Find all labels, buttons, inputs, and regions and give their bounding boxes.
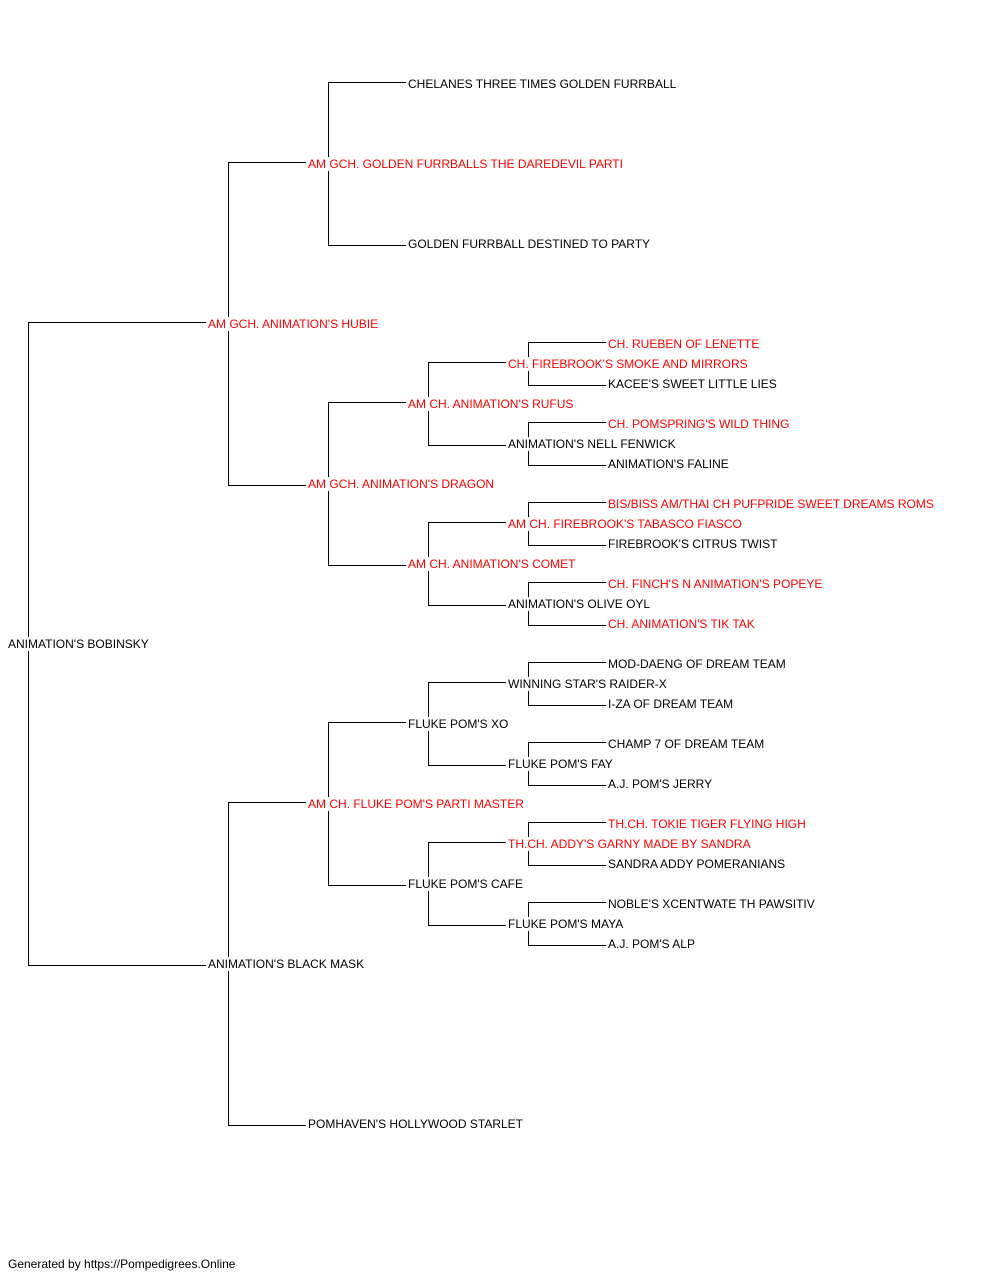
sire-sire-dam-name: GOLDEN FURRBALL DESTINED TO PARTY (408, 237, 653, 251)
line-c1 (528, 502, 606, 524)
line-d2 (528, 604, 606, 626)
line-ds-s (328, 722, 406, 804)
line-dsd-d (428, 884, 506, 926)
line-subject-dam (28, 644, 206, 966)
ds-d-d-d-name: A.J. POM'S ALP (608, 937, 697, 951)
dam-sire-sire-name: FLUKE POM'S XO (408, 717, 511, 731)
line-sire-dam (228, 324, 306, 486)
line-a1 (528, 342, 606, 364)
line-dss-s (428, 682, 506, 724)
line-sd-s (328, 402, 406, 484)
ds-s-s-name: WINNING STAR'S RAIDER-X (508, 677, 669, 691)
line-sdd-d (428, 564, 506, 606)
line-h2 (528, 924, 606, 946)
line-dam-dam (228, 964, 306, 1126)
line-dam-sire (228, 802, 306, 964)
sd-d-s-name: AM CH. FIREBROOK'S TABASCO FIASCO (508, 517, 744, 531)
subject-dog-name: ANIMATION'S BOBINSKY (8, 637, 151, 651)
line-ss-s (328, 82, 406, 164)
dam-sire-name: AM CH. FLUKE POM'S PARTI MASTER (308, 797, 526, 811)
line-sire-sire (228, 162, 306, 324)
sd-d-s-s-name: BIS/BISS AM/THAI CH PUFPRIDE SWEET DREAM… (608, 497, 936, 511)
ds-s-d-d-name: A.J. POM'S JERRY (608, 777, 715, 791)
ds-d-s-name: TH.CH. ADDY'S GARNY MADE BY SANDRA (508, 837, 753, 851)
ds-d-d-s-name: NOBLE'S XCENTWATE TH PAWSITIV (608, 897, 817, 911)
line-b1 (528, 422, 606, 444)
sd-d-d-d-name: CH. ANIMATION'S TIK TAK (608, 617, 757, 631)
line-subject-sire (28, 322, 206, 644)
sire-name: AM GCH. ANIMATION'S HUBIE (208, 317, 381, 331)
line-sds-s (428, 362, 506, 404)
dam-name: ANIMATION'S BLACK MASK (208, 957, 367, 971)
sd-s-d-name: ANIMATION'S NELL FENWICK (508, 437, 678, 451)
sd-s-d-d-name: ANIMATION'S FALINE (608, 457, 731, 471)
line-f1 (528, 742, 606, 764)
sd-d-d-s-name: CH. FINCH'S N ANIMATION'S POPEYE (608, 577, 825, 591)
line-sds-d (428, 404, 506, 446)
line-sd-d (328, 484, 406, 566)
sire-sire-sire-name: CHELANES THREE TIMES GOLDEN FURRBALL (408, 77, 679, 91)
ds-d-s-s-name: TH.CH. TOKIE TIGER FLYING HIGH (608, 817, 808, 831)
sire-dam-name: AM GCH. ANIMATION'S DRAGON (308, 477, 497, 491)
line-e1 (528, 662, 606, 684)
line-d1 (528, 582, 606, 604)
line-a2 (528, 364, 606, 386)
line-g1 (528, 822, 606, 844)
line-c2 (528, 524, 606, 546)
line-b2 (528, 444, 606, 466)
dam-sire-dam-name: FLUKE POM'S CAFE (408, 877, 525, 891)
line-ds-d (328, 804, 406, 886)
ds-d-d-name: FLUKE POM'S MAYA (508, 917, 626, 931)
line-g2 (528, 844, 606, 866)
ds-s-d-s-name: CHAMP 7 OF DREAM TEAM (608, 737, 767, 751)
line-dss-d (428, 724, 506, 766)
sire-dam-dam-name: AM CH. ANIMATION'S COMET (408, 557, 578, 571)
sd-s-s-d-name: KACEE'S SWEET LITTLE LIES (608, 377, 779, 391)
sd-s-d-s-name: CH. POMSPRING'S WILD THING (608, 417, 792, 431)
sd-d-d-name: ANIMATION'S OLIVE OYL (508, 597, 653, 611)
dam-dam-name: POMHAVEN'S HOLLYWOOD STARLET (308, 1117, 525, 1131)
line-sdd-s (428, 522, 506, 564)
sd-s-s-name: CH. FIREBROOK'S SMOKE AND MIRRORS (508, 357, 750, 371)
sd-d-s-d-name: FIREBROOK'S CITRUS TWIST (608, 537, 780, 551)
line-h1 (528, 902, 606, 924)
sire-dam-sire-name: AM CH. ANIMATION'S RUFUS (408, 397, 576, 411)
ds-s-s-d-name: I-ZA OF DREAM TEAM (608, 697, 736, 711)
ds-s-d-name: FLUKE POM'S FAY (508, 757, 615, 771)
ds-s-s-s-name: MOD-DAENG OF DREAM TEAM (608, 657, 788, 671)
line-e2 (528, 684, 606, 706)
sire-sire-name: AM GCH. GOLDEN FURRBALLS THE DAREDEVIL P… (308, 157, 625, 171)
generator-credit: Generated by https://Pompedigrees.Online (8, 1257, 236, 1271)
line-dsd-s (428, 842, 506, 884)
line-f2 (528, 764, 606, 786)
ds-d-s-d-name: SANDRA ADDY POMERANIANS (608, 857, 788, 871)
sd-s-s-s-name: CH. RUEBEN OF LENETTE (608, 337, 762, 351)
line-ss-d (328, 164, 406, 246)
